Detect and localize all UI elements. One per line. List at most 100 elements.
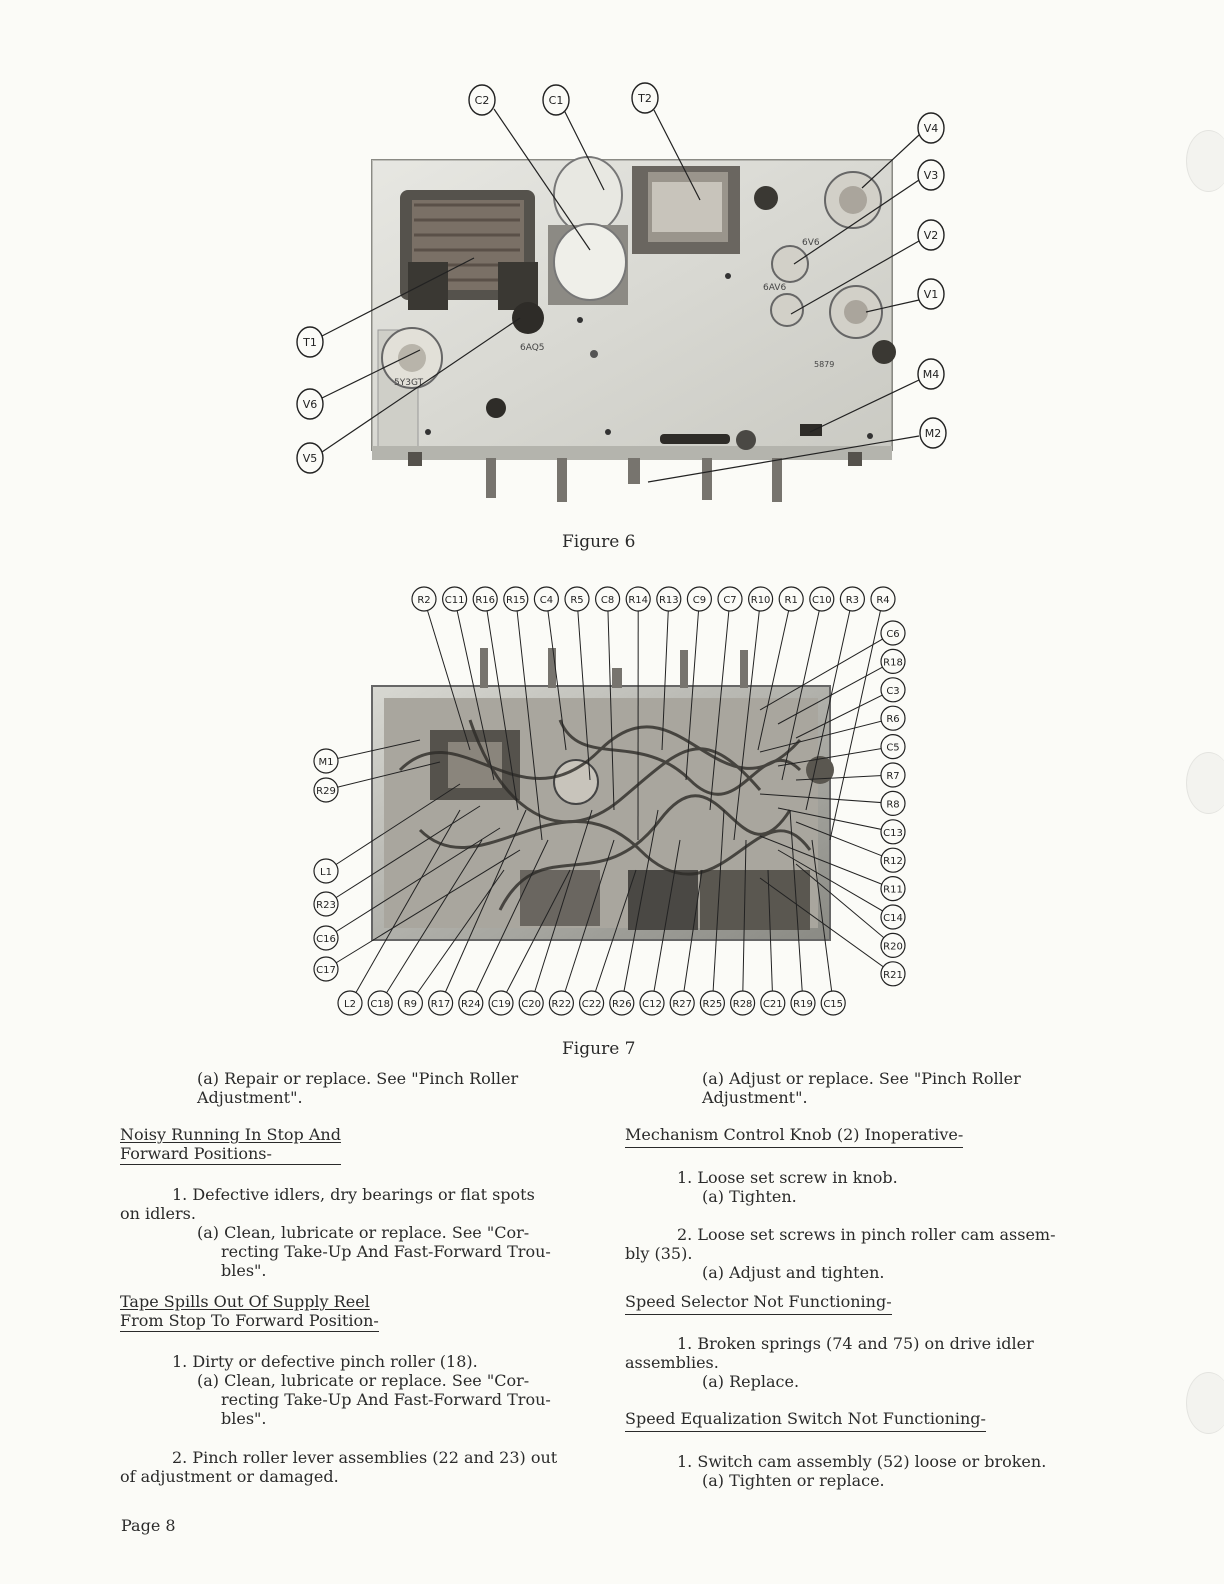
tube-label-5879: 5879 [814, 360, 834, 369]
callout-r16: R16 [475, 595, 495, 606]
callout-circle-c22 [578, 990, 605, 1016]
heading-speed-selector-text: Speed Selector Not Functioning- [625, 1292, 892, 1311]
callout-r22: R22 [552, 999, 572, 1010]
callout-r28: R28 [733, 999, 753, 1010]
leader-line-r1 [757, 598, 792, 751]
callout-circle-r26 [609, 990, 635, 1016]
callout-circle-l1 [313, 858, 339, 884]
callout-c21: C21 [763, 999, 783, 1010]
leader-line-c15 [811, 839, 834, 1004]
callout-r8: R8 [886, 799, 899, 810]
callout-v2: V2 [924, 229, 939, 242]
callout-r12: R12 [883, 856, 903, 867]
leader-line-r21 [759, 877, 894, 975]
leader-line-r4 [829, 598, 884, 841]
callout-circle-r7 [880, 762, 906, 788]
clean-lubricate-2-line2: recting Take-Up And Fast-Forward Trou- [221, 1390, 551, 1409]
leader-line-r15 [515, 598, 543, 841]
callout-circle-r9 [397, 990, 423, 1016]
callout-r9: R9 [404, 999, 417, 1010]
callout-m1: M1 [319, 757, 334, 768]
replace: (a) Replace. [702, 1372, 800, 1391]
leader-line-l2 [349, 809, 461, 1004]
callout-circle-r24 [458, 990, 484, 1016]
callout-t2: T2 [637, 92, 652, 105]
callout-circle-c15 [820, 990, 846, 1016]
callout-circle-c11 [442, 586, 468, 612]
punch-hole-bottom [1186, 1372, 1224, 1434]
callout-v1: V1 [924, 288, 939, 301]
clean-lubricate-line2: recting Take-Up And Fast-Forward Trou- [221, 1242, 551, 1261]
clean-lubricate-2-line3: bles". [221, 1409, 267, 1428]
callout-circle-c14 [880, 904, 906, 930]
pinch-roller-lever-line1: 2. Pinch roller lever assemblies (22 and… [172, 1448, 558, 1467]
callout-r23: R23 [316, 900, 336, 911]
callout-c7: C7 [723, 595, 736, 606]
leader-line-c14 [777, 849, 894, 918]
leader-line-r6 [759, 717, 894, 753]
callout-t1: T1 [302, 336, 317, 349]
leader-line-c9 [685, 598, 700, 781]
callout-c4: C4 [540, 595, 553, 606]
callout-circle-r22 [548, 990, 575, 1016]
leader-line-r26 [621, 809, 659, 1004]
callout-c2: C2 [475, 94, 490, 107]
callout-circle-r29 [313, 777, 339, 803]
callout-c11: C11 [445, 595, 465, 606]
leader-line-c8 [607, 598, 615, 811]
tube-label-6av6: 6AV6 [763, 283, 786, 293]
callout-r13: R13 [659, 595, 679, 606]
pinch-roller-lever-line2: of adjustment or damaged. [120, 1467, 339, 1486]
loose-set-screws-cam-line1: 2. Loose set screws in pinch roller cam … [677, 1225, 1056, 1244]
leader-line-c11 [454, 598, 495, 781]
leader-line-r27 [681, 869, 703, 1004]
callout-m4: M4 [923, 368, 940, 381]
adjust-replace-line2: Adjustment". [702, 1088, 808, 1107]
leader-line-r25 [711, 809, 725, 1004]
leader-line-r16 [484, 598, 519, 811]
heading-noisy-running: Noisy Running In Stop And Forward Positi… [120, 1125, 341, 1165]
callout-r26: R26 [612, 999, 632, 1010]
leader-line-c12 [651, 839, 681, 1004]
callout-r10: R10 [751, 595, 771, 606]
callout-circle-r3 [839, 586, 866, 612]
leader-line-r12 [795, 821, 894, 861]
heading-tape-spills: Tape Spills Out Of Supply Reel From Stop… [120, 1292, 379, 1332]
callout-r2: R2 [417, 595, 430, 606]
callout-c12: C12 [642, 999, 662, 1010]
callout-c14: C14 [883, 913, 903, 924]
leader-line-c18 [379, 839, 483, 1004]
tube-label-6aq5: 6AQ5 [520, 343, 545, 353]
right-column: (a) Adjust or replace. See "Pinch Roller… [625, 1069, 1095, 1490]
callout-c19: C19 [491, 999, 511, 1010]
leader-line-r7 [795, 774, 894, 781]
defective-idlers-line1: 1. Defective idlers, dry bearings or fla… [172, 1185, 535, 1204]
callout-c15: C15 [823, 999, 843, 1010]
callout-r3: R3 [846, 595, 859, 606]
broken-springs-line2: assemblies. [625, 1353, 719, 1372]
loose-set-screw: 1. Loose set screw in knob. [677, 1168, 898, 1187]
callout-c1: C1 [549, 94, 564, 107]
leader-line-r13 [661, 598, 670, 751]
callout-circle-r28 [729, 990, 756, 1016]
callout-circle-r17 [428, 990, 454, 1016]
callout-circle-c16 [313, 925, 339, 951]
heading-noisy-running-line2: Forward Positions- [120, 1144, 272, 1163]
callout-circle-c10 [809, 586, 835, 612]
callout-c5: C5 [886, 743, 899, 754]
figure-7-caption: Figure 7 [562, 1039, 636, 1059]
callout-r27: R27 [672, 999, 692, 1010]
leader-line-r22 [560, 839, 615, 1004]
leader-line-r3 [805, 598, 853, 811]
tighten: (a) Tighten. [702, 1187, 797, 1206]
callout-r24: R24 [461, 999, 481, 1010]
callout-c16: C16 [316, 934, 336, 945]
callout-r1: R1 [785, 595, 798, 606]
switch-cam-assembly: 1. Switch cam assembly (52) loose or bro… [677, 1452, 1047, 1471]
heading-tape-spills-line2: From Stop To Forward Position- [120, 1311, 379, 1330]
broken-springs-line1: 1. Broken springs (74 and 75) on drive i… [677, 1334, 1034, 1353]
callout-c22: C22 [582, 999, 602, 1010]
tube-label-5y3gt: 5Y3GT [394, 378, 424, 388]
callout-circle-c19 [488, 990, 514, 1016]
callout-r6: R6 [886, 714, 899, 725]
